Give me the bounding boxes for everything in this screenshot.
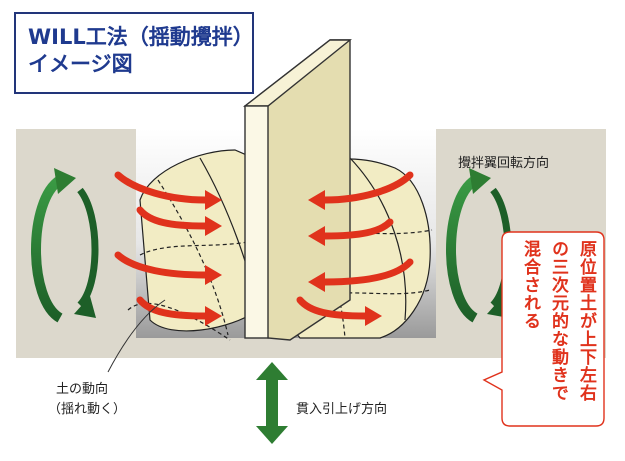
penetration-arrow-icon	[256, 362, 288, 444]
callout-text-column1: 原位置土が上下左右	[576, 240, 596, 402]
title-line1: WILL工法（揺動攪拌）	[28, 25, 254, 49]
soil-movement-leader	[107, 299, 166, 373]
soil-flow-arrowheads	[205, 190, 382, 326]
central-shaft	[242, 39, 352, 341]
soil-flow-arrows	[114, 171, 414, 320]
title-box: WILL工法（揺動攪拌） イメージ図	[14, 12, 254, 94]
callout-text-column2: の三次元的な動きで	[548, 240, 568, 402]
rotation-arrow-left-icon	[31, 168, 99, 323]
penetration-direction-label: 貫入引上げ方向	[296, 402, 388, 417]
soil-movement-label-line1: 土の動向	[56, 382, 109, 397]
rotation-direction-label: 攪拌翼回転方向	[458, 156, 550, 171]
title-line2: イメージ図	[28, 52, 133, 76]
soil-movement-label-line2: （揺れ動く）	[48, 402, 127, 417]
callout-text-column3: 混合される	[520, 240, 540, 330]
callout-balloon	[482, 231, 605, 427]
